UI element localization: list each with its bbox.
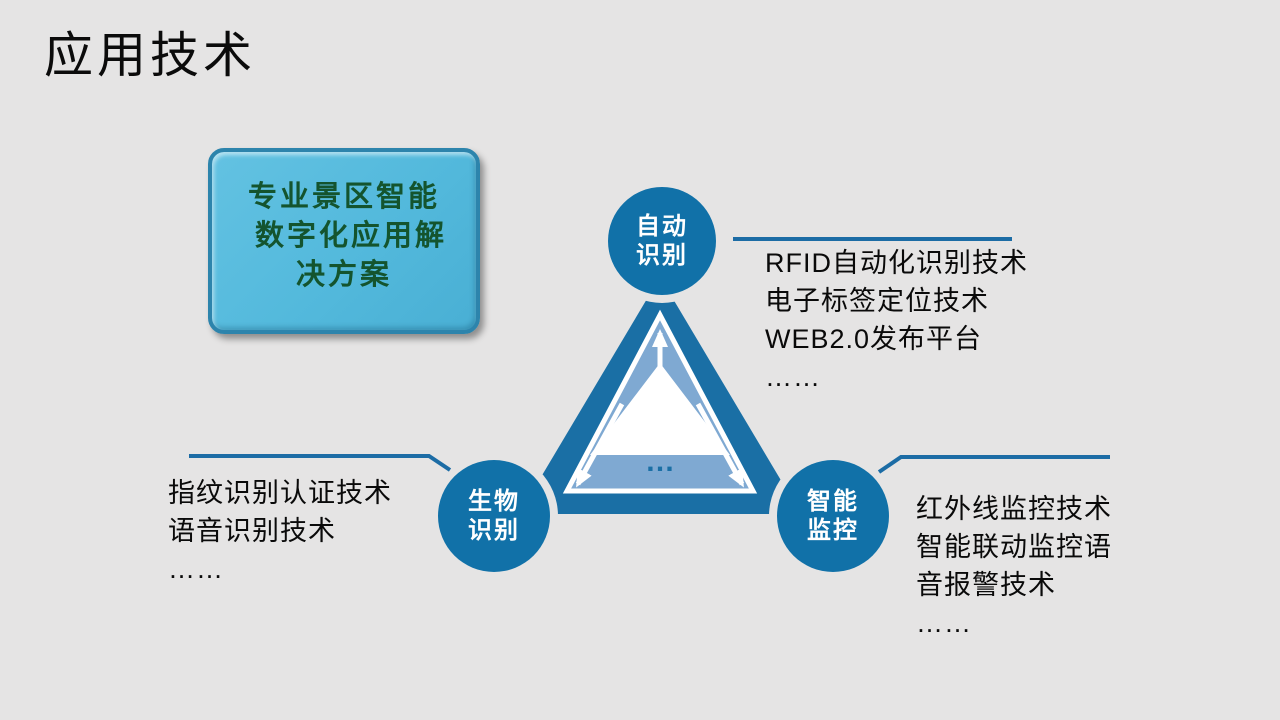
- bottom-left-arrow-icon: [575, 402, 625, 488]
- tech-list-biometric: 指纹识别认证技术 语音识别技术 ……: [168, 474, 392, 588]
- callout-line: 决方案: [295, 259, 392, 291]
- node-label-line: 智能: [807, 488, 859, 515]
- node-label-line: 识别: [468, 517, 520, 544]
- node-auto-id: 自动 识别: [608, 187, 716, 295]
- tech-list-item: 指纹识别认证技术: [168, 478, 392, 508]
- triangle-band: [562, 309, 758, 494]
- tech-list-monitoring: 红外线监控技术 智能联动监控语 音报警技术 ……: [916, 490, 1112, 642]
- node-label-line: 自动: [636, 213, 688, 240]
- tech-list-item: RFID自动化识别技术: [765, 248, 1028, 278]
- tech-list-item: 红外线监控技术: [916, 494, 1112, 524]
- center-ellipsis: …: [645, 445, 675, 478]
- tech-list-auto-id: RFID自动化识别技术 电子标签定位技术 WEB2.0发布平台 ……: [765, 244, 1028, 396]
- node-monitoring: 智能 监控: [777, 460, 889, 572]
- node-label-line: 生物: [468, 488, 520, 515]
- callout-line: 数字化应用解: [254, 220, 447, 252]
- tech-list-item: 智能联动监控语: [916, 532, 1112, 562]
- callout-line: 专业景区智能: [247, 181, 440, 213]
- triangle-inner: [590, 363, 730, 455]
- node-biometric: 生物 识别: [438, 460, 550, 572]
- tech-list-item: ……: [168, 554, 224, 584]
- node-label-line: 识别: [636, 242, 688, 269]
- callout-box: 专业景区智能 数字化应用解 决方案: [208, 148, 480, 334]
- page-title: 应用技术: [44, 28, 257, 83]
- connector-monitoring: [877, 455, 1110, 474]
- tech-list-item: WEB2.0发布平台: [765, 324, 983, 354]
- tech-list-item: 语音识别技术: [168, 516, 336, 546]
- tech-list-item: 电子标签定位技术: [765, 286, 989, 316]
- tech-list-item: ……: [916, 608, 972, 638]
- bottom-right-arrow-icon: [695, 402, 745, 488]
- node-label-line: 监控: [807, 517, 859, 544]
- tech-list-item: ……: [765, 362, 821, 392]
- tech-list-item: 音报警技术: [916, 570, 1056, 600]
- triangle-outer: [519, 277, 801, 514]
- connector-biometric: [189, 454, 452, 472]
